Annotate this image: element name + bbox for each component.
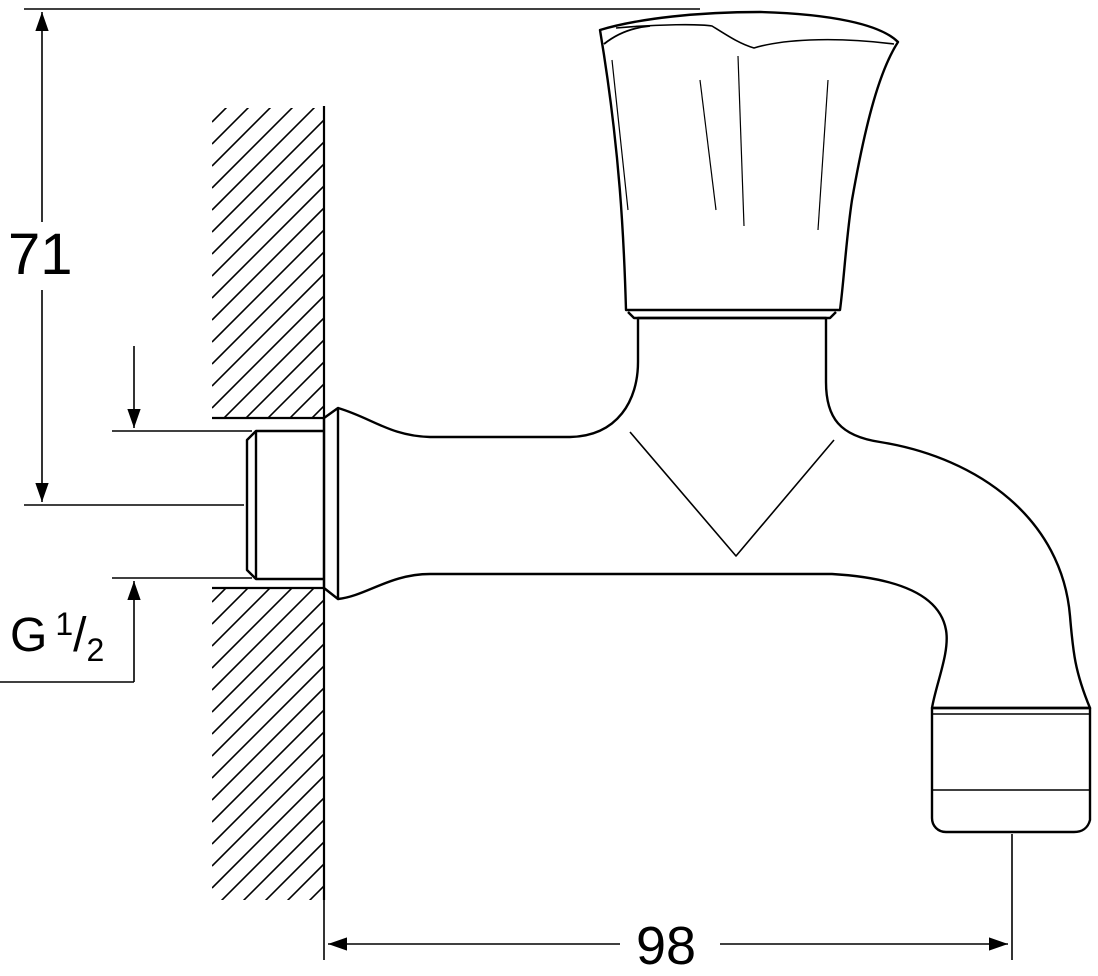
hatch-line	[222, 317, 324, 418]
thread-connector	[245, 429, 324, 581]
hatch-line	[212, 108, 250, 145]
hatch-line	[220, 797, 324, 900]
aerator	[930, 706, 1092, 834]
hatch-line	[212, 295, 324, 409]
hatch-line	[212, 621, 324, 735]
hatch-line	[212, 643, 324, 757]
wall-hatching	[212, 0, 324, 972]
hatch-line	[212, 731, 324, 845]
hatch-line	[212, 207, 324, 321]
hatch-line	[286, 863, 324, 900]
hatch-line	[212, 163, 324, 277]
hatch-line	[212, 588, 316, 691]
wall-flange	[322, 406, 340, 601]
hatch-line	[310, 405, 324, 418]
height-dimension	[24, 8, 700, 506]
hatch-line	[212, 753, 324, 867]
valve-cone	[629, 431, 835, 557]
hatch-line	[288, 383, 324, 418]
hatch-line	[212, 141, 324, 255]
hatch-line	[264, 841, 324, 900]
hatch-line	[212, 273, 324, 387]
hatch-line	[212, 588, 250, 625]
hatch-line	[212, 108, 272, 167]
hatch-line	[212, 665, 324, 779]
length-dimension-label: 98	[628, 919, 705, 973]
hatch-line	[266, 361, 324, 418]
hatch-line	[212, 775, 324, 889]
hatch-line	[212, 108, 294, 189]
spout-outline	[337, 316, 1092, 710]
hatch-line	[212, 119, 324, 233]
hatch-line	[212, 709, 324, 823]
hatch-line	[212, 908, 324, 972]
faucet-body	[245, 10, 1092, 834]
hatch-line	[212, 599, 324, 713]
hatch-line	[212, 428, 324, 540]
length-dimension	[323, 834, 1013, 960]
hatch-line	[242, 819, 324, 900]
hatch-line	[212, 468, 324, 580]
handle-knob	[598, 10, 900, 312]
thread-slash: /	[73, 609, 87, 662]
hatch-line	[212, 687, 324, 801]
hatch-line	[212, 185, 324, 299]
hatch-line	[244, 339, 324, 418]
hatch-line	[212, 588, 228, 603]
hatch-line	[212, 108, 316, 211]
hatch-line	[212, 588, 294, 669]
height-dimension-label: 71	[8, 222, 73, 287]
thread-letter: G	[10, 609, 48, 662]
thread-dimension	[0, 346, 252, 683]
handle-collar	[627, 311, 837, 320]
thread-denominator: 2	[86, 632, 105, 668]
hatch-line	[212, 108, 228, 123]
hatch-line	[212, 588, 272, 647]
hatch-line	[212, 229, 324, 343]
hatch-line	[212, 251, 324, 365]
thread-numerator: 1	[55, 606, 74, 642]
hatch-line	[212, 0, 324, 100]
